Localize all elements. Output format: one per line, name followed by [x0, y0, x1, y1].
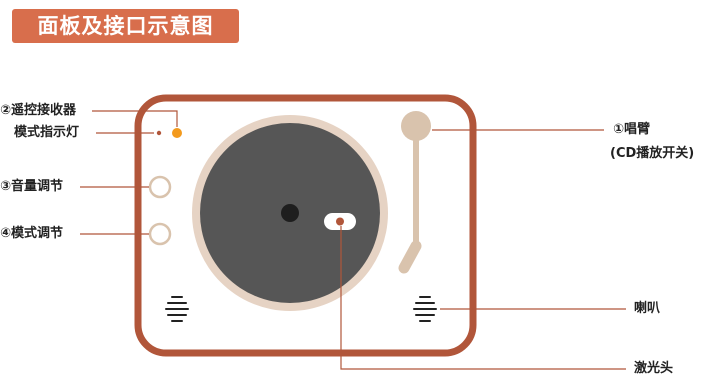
mode-knob[interactable] [148, 222, 172, 246]
mode-indicator-light [156, 130, 162, 136]
record-spindle [281, 204, 299, 222]
laser-head-dot [336, 217, 344, 226]
label-volume: ③音量调节 [0, 179, 64, 194]
label-mode-adjust: ④模式调节 [0, 226, 64, 241]
speaker-right [413, 296, 437, 322]
remote-receiver-light [172, 128, 182, 138]
leader-remote-receiver [92, 110, 178, 127]
label-tonearm-line2: (CD播放开关) [610, 146, 695, 161]
tonearm-pivot [401, 111, 431, 141]
volume-knob[interactable] [148, 175, 172, 199]
label-remote-receiver: ②遥控接收器 [0, 103, 77, 118]
page-title: 面板及接口示意图 [12, 9, 239, 43]
speaker-left [165, 296, 189, 322]
label-tonearm-line1: ①唱臂 [613, 122, 651, 137]
tonearm-head [398, 240, 422, 274]
label-mode-indicator: 模式指示灯 [14, 125, 80, 140]
label-speaker: 喇叭 [634, 301, 661, 316]
label-laser-head: 激光头 [634, 361, 674, 376]
leader-laser-head [340, 226, 626, 370]
